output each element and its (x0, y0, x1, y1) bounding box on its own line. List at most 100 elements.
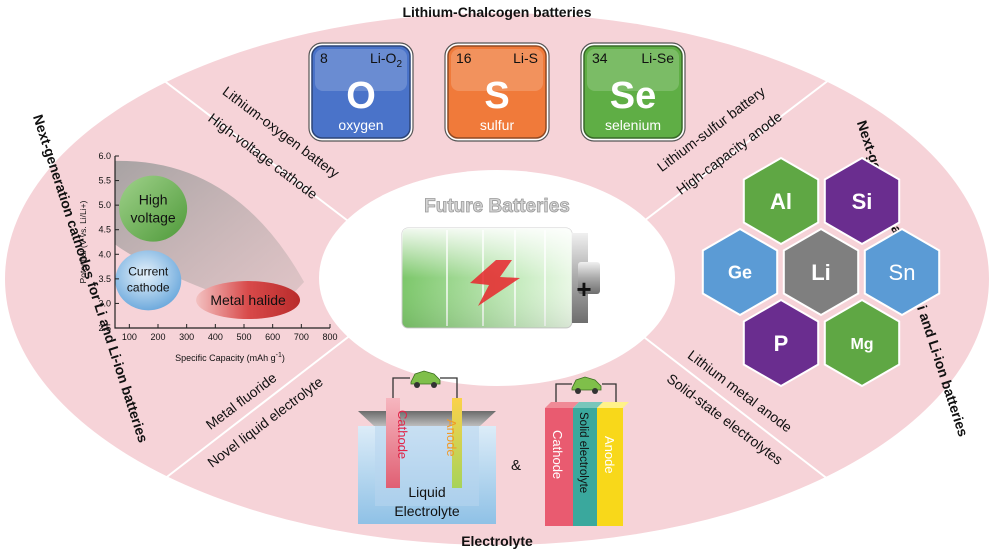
bottom-title: Electrolyte (461, 533, 533, 549)
solid-anode-block (597, 408, 623, 526)
y-tick-label: 4.5 (98, 225, 111, 235)
liquid-anode-label: Anode (444, 419, 459, 457)
hexagon-shape (701, 227, 779, 317)
element-pair: Li-S (513, 50, 538, 66)
x-tick-label: 400 (208, 332, 223, 342)
battery-plus-sign: + (576, 274, 591, 304)
hexagon-shape (742, 156, 820, 246)
hexagon-symbol: P (774, 331, 789, 356)
tile-gloss (315, 49, 407, 91)
hexagon-symbol: Mg (850, 336, 873, 353)
element-number: 34 (592, 50, 608, 66)
element-number: 16 (456, 50, 472, 66)
battery: + (401, 227, 600, 329)
hexagon-sn: Sn (863, 227, 941, 317)
hexagon-si: Si (823, 156, 901, 246)
hexagon-symbol: Sn (889, 260, 916, 285)
solid-electrolyte-block (573, 408, 597, 526)
solid-electrolyte-label: Solid electrolyte (577, 412, 589, 493)
element-name: oxygen (338, 117, 383, 133)
y-tick-label: 4.0 (98, 249, 111, 259)
element-pair: Li-Se (641, 50, 674, 66)
solid-wire-right (602, 383, 617, 402)
element-pair: Li-O2 (370, 50, 402, 70)
hexagon-symbol: Ge (728, 262, 752, 282)
high-voltage-blob (119, 175, 188, 242)
wire-left (392, 377, 410, 398)
ampersand: & (511, 457, 521, 474)
element-name: sulfur (480, 117, 515, 133)
hexagon-al: Al (742, 156, 820, 246)
wire-right (440, 377, 458, 398)
solid-cathode-top (545, 402, 579, 408)
solid-wire-left (555, 383, 572, 402)
solid-anode-top (597, 402, 629, 408)
element-number: 8 (320, 50, 328, 66)
element-symbol: O (346, 75, 376, 117)
y-tick-label: 5.0 (98, 200, 111, 210)
x-tick-label: 500 (236, 332, 251, 342)
tile-gloss (587, 49, 679, 91)
tile-gloss (451, 49, 543, 91)
hexagon-shape (823, 298, 901, 388)
x-tick-label: 700 (294, 332, 309, 342)
chart-x-axis-label: Specific Capacity (mAh g-1) (175, 352, 285, 363)
x-tick-label: 100 (122, 332, 137, 342)
divider-lines (149, 69, 843, 491)
hexagon-symbol: Li (811, 260, 831, 285)
y-tick-label: 5.5 (98, 176, 111, 186)
y-tick-label: 3.5 (98, 274, 111, 284)
hexagon-shape (782, 227, 860, 317)
liquid-anode-electrode (452, 398, 462, 488)
y-tick-label: 2.5 (98, 323, 111, 333)
center-title: Future Batteries (424, 196, 570, 217)
region-metal-halide: Metal halide (196, 281, 301, 320)
tile-face (311, 45, 411, 139)
solid-cathode-block (545, 408, 573, 526)
tile-face (447, 45, 547, 139)
x-tick-label: 600 (265, 332, 280, 342)
hexagon-shape (863, 227, 941, 317)
car-icon (410, 370, 441, 388)
y-tick-label: 3.0 (98, 298, 111, 308)
element-name: selenium (605, 117, 661, 133)
battery-terminal (578, 262, 600, 294)
hexagon-symbol: Si (852, 189, 873, 214)
current-cathode-blob (115, 250, 182, 311)
solid-cathode-label: Cathode (550, 430, 565, 479)
tile-face (583, 45, 683, 139)
x-tick-label: 800 (322, 332, 337, 342)
solid-state-cell: Cathode Solid electrolyte Anode (545, 376, 629, 526)
chart-y-axis-label: Potential (V vs. Li/Li+) (78, 200, 88, 283)
hexagon-symbol: Al (770, 189, 792, 214)
beaker-rim (358, 411, 496, 426)
hexagon-ge: Ge (701, 227, 779, 317)
x-label-text: Specific Capacity (mAh g (175, 353, 276, 363)
y-tick-label: 6.0 (98, 151, 111, 161)
element-symbol: Se (610, 75, 656, 117)
metal-halide-blob (196, 281, 301, 320)
metal-halide-label: Metal halide (210, 292, 286, 308)
hexagon-shape (823, 156, 901, 246)
top-title: Lithium-Chalcogen batteries (402, 4, 591, 20)
high-voltage-label-2: voltage (131, 210, 176, 226)
x-tick-label: 300 (179, 332, 194, 342)
lightning-bolt-icon (470, 260, 520, 306)
hexagon-mg: Mg (823, 298, 901, 388)
solid-electrolyte-top (573, 402, 603, 408)
hexagon-p: P (742, 298, 820, 388)
liquid-electrolyte-cell: Cathode Anode Liquid Electrolyte (358, 370, 496, 524)
x-label-suffix: ) (282, 353, 285, 363)
